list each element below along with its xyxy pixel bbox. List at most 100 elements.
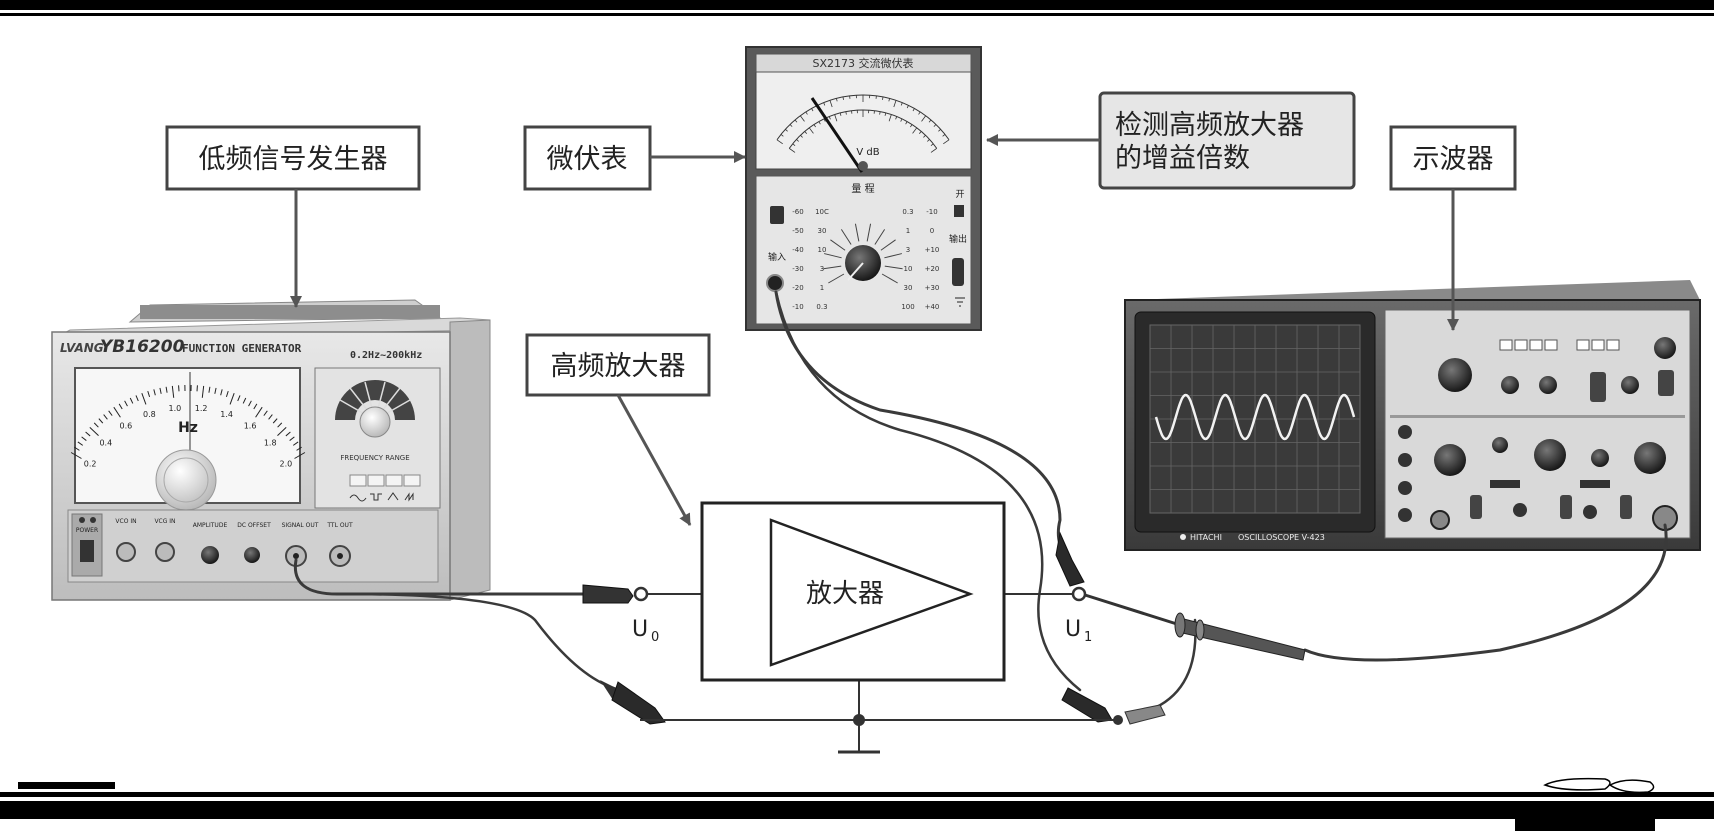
power-button[interactable]: [770, 206, 784, 224]
position-knob[interactable]: [1591, 449, 1609, 467]
u0-terminal[interactable]: [633, 586, 649, 602]
waveform-button[interactable]: [403, 474, 421, 487]
time-div-knob[interactable]: [1654, 337, 1676, 359]
gain-note-line2: 的增益倍数: [1115, 143, 1250, 174]
range-value: +40: [925, 303, 940, 311]
generator-title: FUNCTION GENERATOR: [182, 342, 302, 355]
amplitude-label: AMPLITUDE: [193, 522, 228, 529]
bottom-border: [0, 777, 1714, 831]
dial-tick: [108, 410, 113, 416]
dial-tick: [85, 431, 91, 437]
range-value: +10: [925, 246, 940, 254]
frequency-dial-knob[interactable]: [155, 449, 217, 511]
ground-junction: [853, 714, 865, 726]
generator-brand: LVANG: [60, 341, 104, 355]
dial-tick: [153, 389, 156, 396]
ch2-volts-div-knob[interactable]: [1534, 439, 1566, 471]
scope-probe: [1084, 593, 1306, 661]
dial-tick: [253, 403, 258, 410]
range-value: -40: [792, 246, 803, 254]
meter-tick: [839, 112, 842, 116]
preset-button[interactable]: [1576, 339, 1590, 351]
waveform-button[interactable]: [385, 474, 403, 487]
dial-tick: [272, 418, 278, 424]
dial-tick: [159, 387, 162, 394]
preset-button[interactable]: [1591, 339, 1605, 351]
range-value: 1: [906, 227, 910, 235]
preset-button[interactable]: [1529, 339, 1543, 351]
ch1-input[interactable]: [1430, 510, 1450, 530]
dial-tick: [214, 387, 217, 394]
dial-tick: [285, 431, 291, 437]
dial-tick: [118, 403, 123, 410]
range-value: 10: [904, 265, 913, 273]
meter-tick: [918, 111, 921, 115]
ch1-position-knob[interactable]: [1492, 437, 1508, 453]
input-connector[interactable]: [766, 274, 784, 292]
meter-tick: [919, 131, 922, 134]
dial-tick: [237, 395, 241, 402]
meter-tick: [804, 131, 807, 134]
preset-button[interactable]: [1514, 339, 1528, 351]
amplitude-knob[interactable]: [201, 546, 219, 564]
terminal-labels: U 0 U 1: [632, 617, 1092, 645]
u0-label: U: [632, 617, 648, 642]
mode-switch[interactable]: [1590, 372, 1606, 402]
microvoltmeter: SX2173 交流微伏表 V dB 量 程 -60-50-40-30-20-10…: [745, 46, 982, 331]
meter-tick: [808, 127, 814, 134]
meter-tick: [829, 100, 833, 108]
u1-terminal[interactable]: [1071, 586, 1087, 602]
preset-button[interactable]: [1499, 339, 1513, 351]
dial-tick-label: 1.4: [220, 410, 233, 419]
u1-label: U: [1065, 617, 1081, 642]
dial-tick: [70, 452, 82, 459]
meter-tick: [888, 114, 892, 122]
vco-in-connector[interactable]: [116, 542, 136, 562]
dial-tick-label: 1.6: [244, 422, 257, 431]
meter-tick: [845, 111, 847, 115]
waveform-button[interactable]: [367, 474, 385, 487]
meter-scale: [776, 94, 950, 153]
meter-tick: [818, 121, 821, 125]
trace-rotation-knob[interactable]: [1539, 376, 1557, 394]
scope-controls: [1390, 337, 1685, 531]
dial-tick-label: 0.8: [143, 410, 156, 419]
frequency-range-knob[interactable]: [359, 406, 391, 438]
focus-knob[interactable]: [1501, 376, 1519, 394]
ch1-volts-div-knob[interactable]: [1434, 444, 1466, 476]
dial-tick: [255, 406, 263, 418]
preset-button[interactable]: [1544, 339, 1558, 351]
signal-generator-label: 低频信号发生器: [199, 144, 388, 175]
range-value: 10: [818, 246, 827, 254]
meter-tick: [794, 119, 798, 123]
vcg-in-label: VCG IN: [154, 518, 175, 525]
u0-subscript: 0: [651, 630, 659, 645]
dial-tick: [74, 446, 80, 451]
power-switch[interactable]: [80, 540, 94, 562]
vcg-in-connector[interactable]: [155, 542, 175, 562]
intensity-knob[interactable]: [1438, 358, 1472, 392]
dial-tick: [263, 410, 268, 416]
preset-button[interactable]: [1606, 339, 1620, 351]
trigger-level-knob[interactable]: [1621, 376, 1639, 394]
dc-offset-knob[interactable]: [244, 547, 260, 563]
sweep-time-knob[interactable]: [1634, 442, 1666, 474]
range-value: -10: [926, 208, 937, 216]
ground-junction: [1113, 715, 1123, 725]
dial-tick-label: 1.2: [195, 404, 208, 413]
dial-tick: [171, 385, 175, 398]
circuit: [640, 593, 1118, 754]
output-connector[interactable]: [952, 258, 964, 286]
meter-tick: [927, 139, 930, 142]
meter-tick: [888, 98, 890, 102]
dial-tick: [103, 414, 108, 420]
waveform-button[interactable]: [349, 474, 367, 487]
dial-tick: [242, 397, 247, 404]
coupling-switch[interactable]: [1658, 370, 1674, 396]
dial-tick: [147, 390, 151, 398]
dial-tick: [220, 389, 223, 396]
signal-out-label: SIGNAL OUT: [282, 522, 319, 529]
callouts: 低频信号发生器 微伏表 检测高频放大器 的增益倍数 示波器 高频放大器: [165, 91, 1517, 526]
range-value: 0.3: [816, 303, 827, 311]
range-value: -20: [792, 284, 803, 292]
